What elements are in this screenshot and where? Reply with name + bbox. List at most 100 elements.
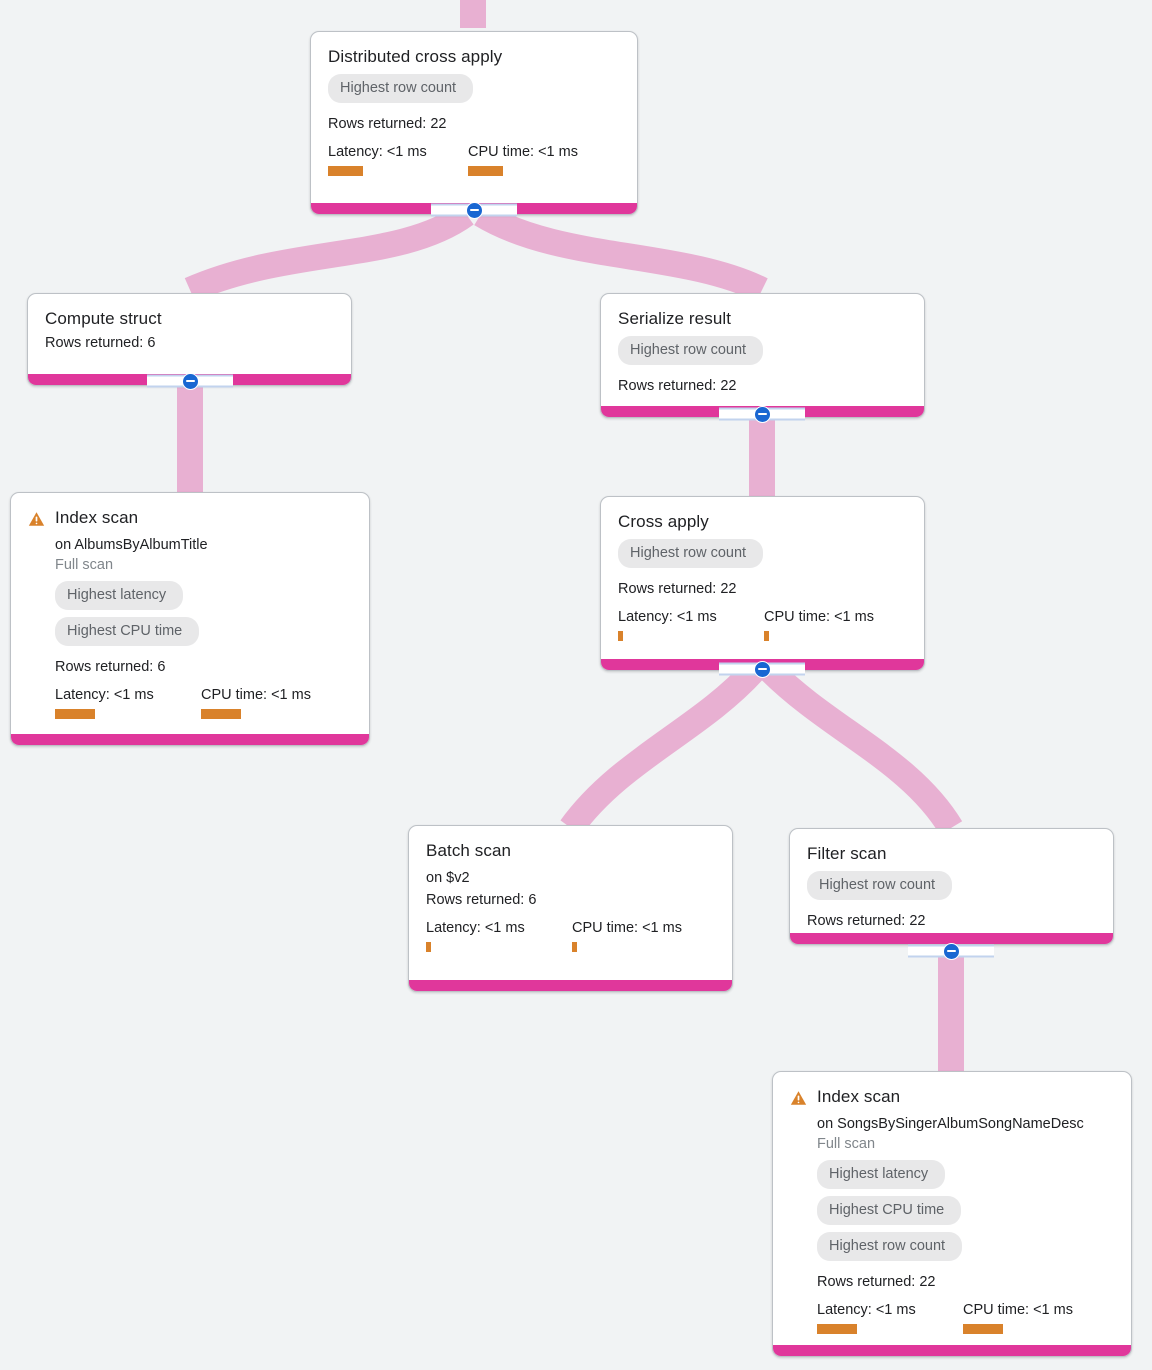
node-body: Compute struct Rows returned: 6 <box>28 294 351 369</box>
metric-cpu-time-label: CPU time: <1 ms <box>468 144 578 160</box>
collapse-toggle-distributed-cross-apply[interactable] <box>431 199 517 221</box>
node-header: Distributed cross apply Highest row coun… <box>328 46 620 176</box>
chip-highest-row-count: Highest row count <box>328 74 474 103</box>
node-title: Cross apply <box>618 512 709 531</box>
metric-latency: Latency: <1 ms <box>618 608 764 641</box>
plan-node-index-scan-songs[interactable]: Index scan on SongsBySingerAlbumSongName… <box>772 1071 1132 1357</box>
plan-node-distributed-cross-apply[interactable]: Distributed cross apply Highest row coun… <box>310 31 638 215</box>
metric-latency-label: Latency: <1 ms <box>618 609 717 625</box>
minus-icon <box>753 405 771 423</box>
metric-latency-label: Latency: <1 ms <box>817 1302 916 1318</box>
metric-latency-bar <box>55 709 95 719</box>
node-header-content: Cross apply Highest row count Rows retur… <box>618 511 907 641</box>
node-rows-returned: Rows returned: 22 <box>618 581 737 597</box>
node-title: Filter scan <box>807 844 887 863</box>
metric-cpu-time-bar <box>572 942 577 952</box>
node-header: Index scan on AlbumsByAlbumTitle Full sc… <box>28 507 352 719</box>
node-chip-list: Highest latency Highest CPU time Highest… <box>817 1160 1114 1268</box>
node-body: Serialize result Highest row count Rows … <box>601 294 924 412</box>
node-rows-returned: Rows returned: 22 <box>618 378 737 394</box>
node-subtitle: on AlbumsByAlbumTitle <box>55 537 208 553</box>
minus-icon <box>753 660 771 678</box>
node-header: Index scan on SongsBySingerAlbumSongName… <box>790 1086 1114 1334</box>
node-subtitle: on $v2 <box>426 870 470 886</box>
node-rows-returned: Rows returned: 6 <box>55 659 166 675</box>
metric-cpu-time: CPU time: <1 ms <box>468 143 578 176</box>
collapse-toggle-serialize-result[interactable] <box>719 403 805 425</box>
node-body: Filter scan Highest row count Rows retur… <box>790 829 1113 944</box>
node-header-content: Compute struct Rows returned: 6 <box>45 308 334 353</box>
edge-cross-apply-to-filter-scan <box>760 660 963 835</box>
node-rows-returned: Rows returned: 22 <box>328 116 447 132</box>
chip-highest-latency: Highest latency <box>55 581 184 610</box>
node-footer-bar <box>773 1345 1131 1356</box>
metric-cpu-time: CPU time: <1 ms <box>201 686 311 719</box>
plan-node-batch-scan[interactable]: Batch scan on $v2 Rows returned: 6 Laten… <box>408 825 733 992</box>
node-metrics: Latency: <1 ms CPU time: <1 ms <box>618 608 907 641</box>
node-metrics: Latency: <1 ms CPU time: <1 ms <box>817 1301 1114 1334</box>
node-title: Serialize result <box>618 309 732 328</box>
warning-icon <box>790 1091 807 1105</box>
minus-icon <box>465 201 483 219</box>
metric-cpu-time-label: CPU time: <1 ms <box>963 1302 1073 1318</box>
metric-cpu-time-label: CPU time: <1 ms <box>572 920 682 936</box>
node-scan-type: Full scan <box>817 1136 876 1152</box>
collapse-toggle-cross-apply[interactable] <box>719 658 805 680</box>
metric-latency: Latency: <1 ms <box>426 919 572 952</box>
node-header-content: Batch scan on $v2 Rows returned: 6 Laten… <box>426 840 715 952</box>
node-title: Batch scan <box>426 841 512 860</box>
node-metrics: Latency: <1 ms CPU time: <1 ms <box>426 919 715 952</box>
collapse-toggle-filter-scan[interactable] <box>908 940 994 962</box>
node-header-content: Serialize result Highest row count Rows … <box>618 308 907 396</box>
node-header: Batch scan on $v2 Rows returned: 6 Laten… <box>426 840 715 952</box>
node-subtitle: on SongsBySingerAlbumSongNameDesc <box>817 1116 1084 1132</box>
node-header: Filter scan Highest row count Rows retur… <box>807 843 1096 931</box>
metric-cpu-time: CPU time: <1 ms <box>764 608 874 641</box>
metric-latency-bar <box>817 1324 857 1334</box>
node-header-content: Filter scan Highest row count Rows retur… <box>807 843 1096 931</box>
metric-cpu-time: CPU time: <1 ms <box>963 1301 1073 1334</box>
node-header: Cross apply Highest row count Rows retur… <box>618 511 907 641</box>
plan-node-serialize-result[interactable]: Serialize result Highest row count Rows … <box>600 293 925 418</box>
metric-latency: Latency: <1 ms <box>55 686 201 719</box>
metric-latency-label: Latency: <1 ms <box>55 687 154 703</box>
node-rows-returned: Rows returned: 6 <box>426 892 537 908</box>
plan-node-index-scan-albums[interactable]: Index scan on AlbumsByAlbumTitle Full sc… <box>10 492 370 746</box>
node-footer-bar <box>11 734 369 745</box>
chip-highest-row-count: Highest row count <box>618 336 764 365</box>
metric-latency: Latency: <1 ms <box>817 1301 963 1334</box>
edge-cross-apply-to-batch-scan <box>560 661 764 836</box>
node-metrics: Latency: <1 ms CPU time: <1 ms <box>55 686 352 719</box>
metric-cpu-time-label: CPU time: <1 ms <box>201 687 311 703</box>
node-title: Distributed cross apply <box>328 47 503 66</box>
plan-node-filter-scan[interactable]: Filter scan Highest row count Rows retur… <box>789 828 1114 945</box>
node-chip-list: Highest row count <box>618 539 907 575</box>
metric-cpu-time-label: CPU time: <1 ms <box>764 609 874 625</box>
node-chip-list: Highest row count <box>807 871 1096 907</box>
metric-latency: Latency: <1 ms <box>328 143 468 176</box>
node-body: Index scan on AlbumsByAlbumTitle Full sc… <box>11 493 369 735</box>
node-header: Serialize result Highest row count Rows … <box>618 308 907 396</box>
node-scan-type: Full scan <box>55 557 114 573</box>
node-body: Cross apply Highest row count Rows retur… <box>601 497 924 657</box>
node-footer-bar <box>790 933 1113 944</box>
plan-node-cross-apply[interactable]: Cross apply Highest row count Rows retur… <box>600 496 925 671</box>
metric-latency-bar <box>328 166 363 176</box>
warning-icon <box>28 512 45 526</box>
node-rows-returned: Rows returned: 22 <box>807 913 926 929</box>
chip-highest-latency: Highest latency <box>817 1160 946 1189</box>
metric-latency-label: Latency: <1 ms <box>426 920 525 936</box>
node-metrics: Latency: <1 ms CPU time: <1 ms <box>328 143 620 176</box>
chip-highest-cpu-time: Highest CPU time <box>817 1196 962 1225</box>
node-title: Index scan <box>817 1087 901 1106</box>
collapse-toggle-compute-struct[interactable] <box>147 370 233 392</box>
metric-cpu-time-bar <box>963 1324 1003 1334</box>
node-title: Compute struct <box>45 309 162 328</box>
chip-highest-row-count: Highest row count <box>807 871 953 900</box>
node-header-content: Distributed cross apply Highest row coun… <box>328 46 620 176</box>
node-body: Distributed cross apply Highest row coun… <box>311 32 637 192</box>
node-body: Batch scan on $v2 Rows returned: 6 Laten… <box>409 826 732 968</box>
metric-cpu-time-bar <box>201 709 241 719</box>
metric-latency-label: Latency: <1 ms <box>328 144 427 160</box>
